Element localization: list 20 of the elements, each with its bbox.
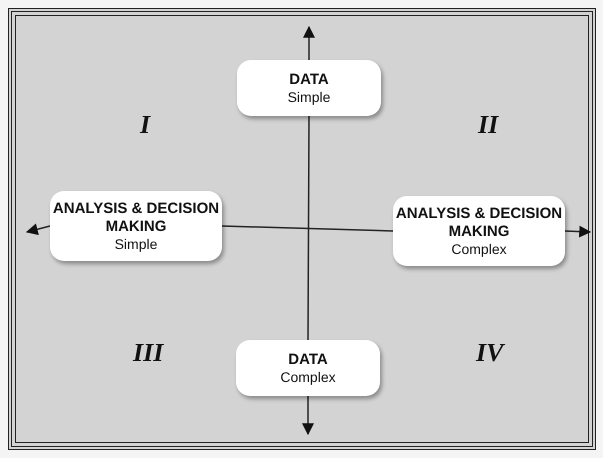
quadrant-numeral: I: [140, 110, 150, 140]
rounded-box: [393, 196, 565, 266]
quadrant-numeral: III: [133, 338, 164, 368]
arrow: [302, 396, 314, 436]
box-heading: DATA: [289, 70, 329, 88]
arrow: [26, 223, 50, 236]
box-subtitle: Complex: [280, 368, 336, 386]
box-subtitle: Simple: [114, 236, 158, 252]
box-subtitle: Complex: [451, 240, 507, 258]
rounded-box: [236, 340, 380, 396]
box-heading: DATA: [288, 350, 328, 368]
box-heading: ANALYSIS & DECISION MAKING: [52, 200, 220, 236]
quadrant-numeral: II: [478, 110, 498, 140]
box-heading: ANALYSIS & DECISION MAKING: [394, 204, 564, 240]
rounded-box: [50, 191, 222, 261]
arrow: [303, 26, 315, 60]
quadrant-numeral: IV: [476, 338, 504, 368]
arrow: [564, 226, 592, 238]
box-subtitle: Simple: [288, 88, 330, 106]
rounded-box: [237, 60, 381, 116]
